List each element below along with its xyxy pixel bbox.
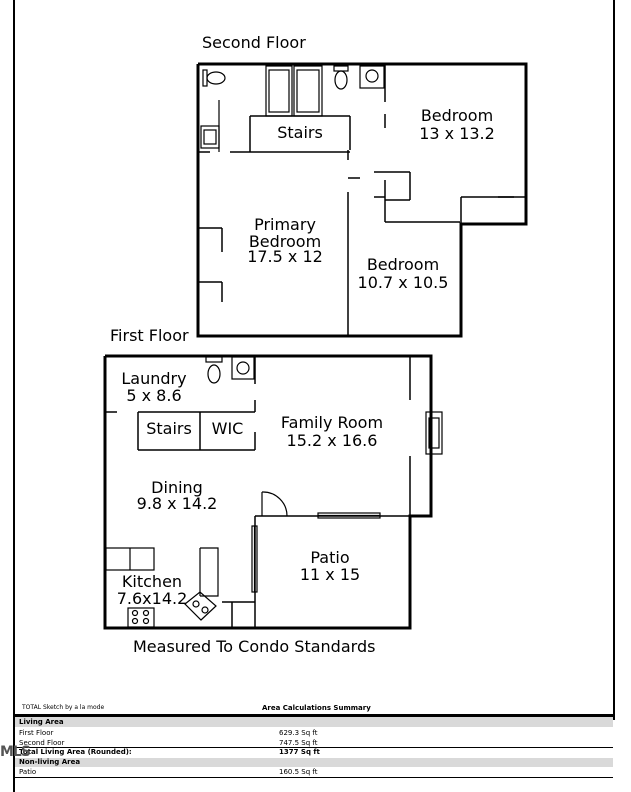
software-credit: TOTAL Sketch by a la mode: [22, 704, 105, 711]
room-bedroom-a-dims: 13 x 13.2: [419, 124, 495, 143]
first-floor-heading: First Floor: [110, 326, 189, 345]
first-floor-area-value: 629.3 Sq ft: [279, 729, 318, 737]
summary-rule-1: [15, 747, 613, 748]
patio-area-label: Patio: [19, 768, 37, 776]
room-patio-dims: 11 x 15: [299, 565, 361, 584]
measured-note: Measured To Condo Standards: [133, 637, 376, 656]
room-stairs-upper: Stairs: [277, 123, 323, 142]
toilet-lower: [205, 356, 223, 384]
second-floor-area-value: 747.5 Sq ft: [279, 739, 318, 747]
total-living-label: Total Living Area (Rounded):: [19, 748, 132, 756]
kitchen-sink: [184, 591, 217, 621]
page-border-right: [613, 0, 615, 720]
summary-title: Area Calculations Summary: [262, 704, 371, 712]
room-bedroom-a-name: Bedroom: [420, 106, 494, 125]
living-area-header-band: [15, 717, 613, 727]
sliding-door-patio: [317, 512, 381, 519]
page-border-left: [13, 0, 15, 792]
living-area-heading: Living Area: [19, 718, 64, 726]
sink-lower: [231, 356, 255, 380]
room-primary-name-1: Primary: [254, 215, 316, 234]
room-family-dims: 15.2 x 16.6: [286, 431, 378, 450]
room-bedroom-b-name: Bedroom: [366, 255, 440, 274]
room-dining-name: Dining: [151, 478, 203, 497]
room-laundry-name: Laundry: [121, 369, 187, 388]
sink-upper-2: [200, 125, 220, 149]
bathtub-1: [265, 65, 293, 117]
floor-plan-drawing: [103, 62, 528, 630]
first-floor-interior-walls: [105, 356, 431, 628]
room-kitchen-name: Kitchen: [121, 572, 183, 591]
patio-area-value: 160.5 Sq ft: [279, 768, 318, 776]
room-primary-dims: 17.5 x 12: [247, 247, 323, 266]
second-floor-area-label: Second Floor: [19, 739, 65, 747]
bathtub-2: [293, 65, 323, 117]
room-family-name: Family Room: [280, 413, 384, 432]
second-floor-walls: [196, 62, 528, 338]
second-floor-interior-walls: [198, 64, 526, 336]
non-living-header-band: [15, 758, 613, 767]
second-floor-heading: Second Floor: [202, 33, 306, 52]
fireplace: [425, 411, 443, 455]
summary-rule-2: [15, 777, 613, 778]
non-living-heading: Non-living Area: [19, 758, 81, 766]
room-dining-dims: 9.8 x 14.2: [136, 494, 218, 513]
kitchen-counters: [105, 547, 219, 628]
room-patio-name: Patio: [310, 548, 350, 567]
room-wic: WIC: [211, 419, 244, 438]
toilet-upper-1: [202, 69, 226, 87]
mls-watermark: MLS: [0, 744, 31, 760]
summary-top-rule: [13, 714, 613, 717]
room-primary-name-2: Bedroom: [248, 232, 322, 251]
toilet-upper-2: [333, 65, 349, 90]
first-floor-area-label: First Floor: [19, 729, 54, 737]
room-kitchen-dims: 7.6x14.2: [116, 589, 188, 608]
entry-door: [261, 491, 288, 517]
sink-upper-1: [359, 65, 385, 89]
sliding-door-kitchen: [251, 525, 258, 593]
room-bedroom-b-dims: 10.7 x 10.5: [357, 273, 449, 292]
room-laundry-dims: 5 x 8.6: [126, 386, 182, 405]
room-stairs-lower: Stairs: [146, 419, 192, 438]
total-living-value: 1377 Sq ft: [279, 748, 320, 756]
